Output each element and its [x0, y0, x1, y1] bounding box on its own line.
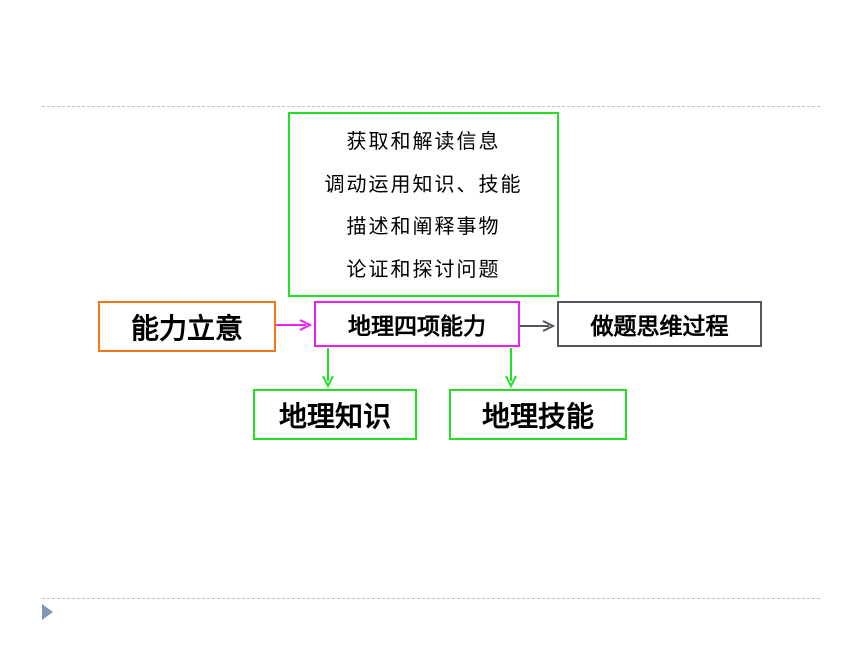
skill-line: 获取和解读信息: [346, 128, 501, 153]
triangle-bullet-icon: [42, 604, 53, 620]
skills-box: 获取和解读信息 调动运用知识、技能 描述和阐释事物 论证和探讨问题: [288, 112, 559, 297]
node-ability-orientation: 能力立意: [98, 301, 276, 352]
node-four-abilities: 地理四项能力: [314, 301, 520, 347]
arrowhead: [542, 320, 556, 332]
node-thinking-process: 做题思维过程: [557, 301, 762, 347]
skill-line: 描述和阐释事物: [346, 214, 501, 239]
top-divider: [42, 106, 820, 107]
skill-line: 调动运用知识、技能: [324, 171, 523, 196]
arrowhead: [299, 319, 313, 331]
node-geo-knowledge: 地理知识: [253, 389, 417, 440]
bottom-divider: [42, 598, 820, 599]
arrowhead: [322, 375, 334, 389]
node-geo-skill: 地理技能: [449, 389, 627, 440]
skill-line: 论证和探讨问题: [346, 257, 501, 282]
arrowhead: [505, 375, 517, 389]
